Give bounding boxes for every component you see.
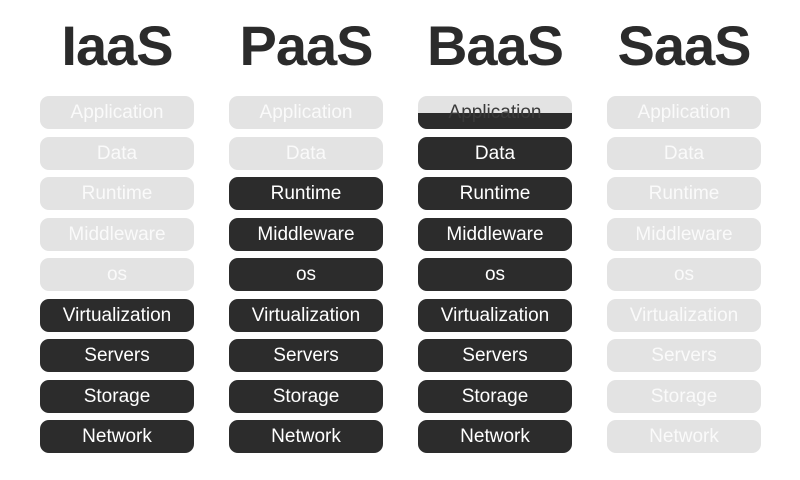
layer-data: Data [229, 137, 383, 170]
layer-application: Application [40, 96, 194, 129]
layer-middleware: Middleware [40, 218, 194, 251]
layer-servers: Servers [229, 339, 383, 372]
layer-os: os [229, 258, 383, 291]
layer-middleware: Middleware [229, 218, 383, 251]
layer-os: os [418, 258, 572, 291]
layer-application: Application [229, 96, 383, 129]
layer-storage: Storage [607, 380, 761, 413]
layer-runtime: Runtime [40, 177, 194, 210]
layer-network: Network [229, 420, 383, 453]
layer-runtime: Runtime [418, 177, 572, 210]
layer-application: Application [607, 96, 761, 129]
layer-runtime: Runtime [229, 177, 383, 210]
layer-storage: Storage [229, 380, 383, 413]
layer-middleware: Middleware [607, 218, 761, 251]
layer-os: os [607, 258, 761, 291]
layer-network: Network [418, 420, 572, 453]
layer-virtualization: Virtualization [40, 299, 194, 332]
layer-network: Network [607, 420, 761, 453]
column-title-saas: SaaS [617, 14, 752, 77]
layer-servers: Servers [418, 339, 572, 372]
layer-data: Data [40, 137, 194, 170]
layer-middleware: Middleware [418, 218, 572, 251]
layer-storage: Storage [418, 380, 572, 413]
layer-servers: Servers [607, 339, 761, 372]
layer-application: Application [418, 96, 572, 129]
layer-network: Network [40, 420, 194, 453]
column-title-paas: PaaS [239, 14, 374, 77]
layer-storage: Storage [40, 380, 194, 413]
layer-data: Data [607, 137, 761, 170]
layer-data: Data [418, 137, 572, 170]
layer-servers: Servers [40, 339, 194, 372]
layer-runtime: Runtime [607, 177, 761, 210]
column-title-baas: BaaS [426, 14, 564, 77]
column-title-iaas: IaaS [61, 14, 173, 77]
layer-os: os [40, 258, 194, 291]
layer-virtualization: Virtualization [418, 299, 572, 332]
layer-virtualization: Virtualization [607, 299, 761, 332]
layer-virtualization: Virtualization [229, 299, 383, 332]
